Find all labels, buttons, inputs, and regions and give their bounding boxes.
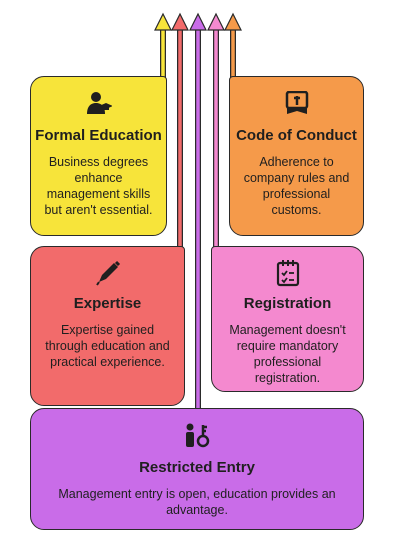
pink-arrow-head	[207, 12, 225, 31]
card-text: Adherence to company rules and professio…	[243, 155, 350, 217]
card-text: Expertise gained through education and p…	[45, 323, 170, 369]
card-code-of-conduct: Code of Conduct Adherence to company rul…	[229, 76, 364, 236]
card-formal-education: Formal Education Business degrees enhanc…	[30, 76, 167, 236]
graduate-icon	[86, 91, 113, 120]
rulebook-icon	[284, 90, 310, 120]
card-restricted-entry: Restricted Entry Management entry is ope…	[30, 408, 364, 530]
card-title: Registration	[243, 295, 332, 312]
red-arrow-head	[171, 12, 189, 31]
card-text: Management entry is open, education prov…	[58, 487, 336, 517]
card-text: Business degrees enhance management skil…	[44, 155, 153, 217]
yellow-arrow-head	[154, 12, 172, 31]
card-title: Restricted Entry	[139, 459, 255, 476]
person-key-icon	[183, 423, 211, 454]
checklist-icon	[275, 259, 301, 292]
card-expertise: Expertise Expertise gained through educa…	[30, 246, 185, 406]
card-text: Management doesn't require mandatory pro…	[229, 323, 346, 385]
card-registration: Registration Management doesn't require …	[211, 246, 364, 392]
purple-arrow-head	[189, 12, 207, 31]
pen-icon	[94, 259, 122, 292]
card-title: Formal Education	[35, 127, 162, 144]
orange-arrow-head	[224, 12, 242, 31]
card-title: Expertise	[73, 295, 142, 312]
card-title: Code of Conduct	[236, 127, 357, 144]
